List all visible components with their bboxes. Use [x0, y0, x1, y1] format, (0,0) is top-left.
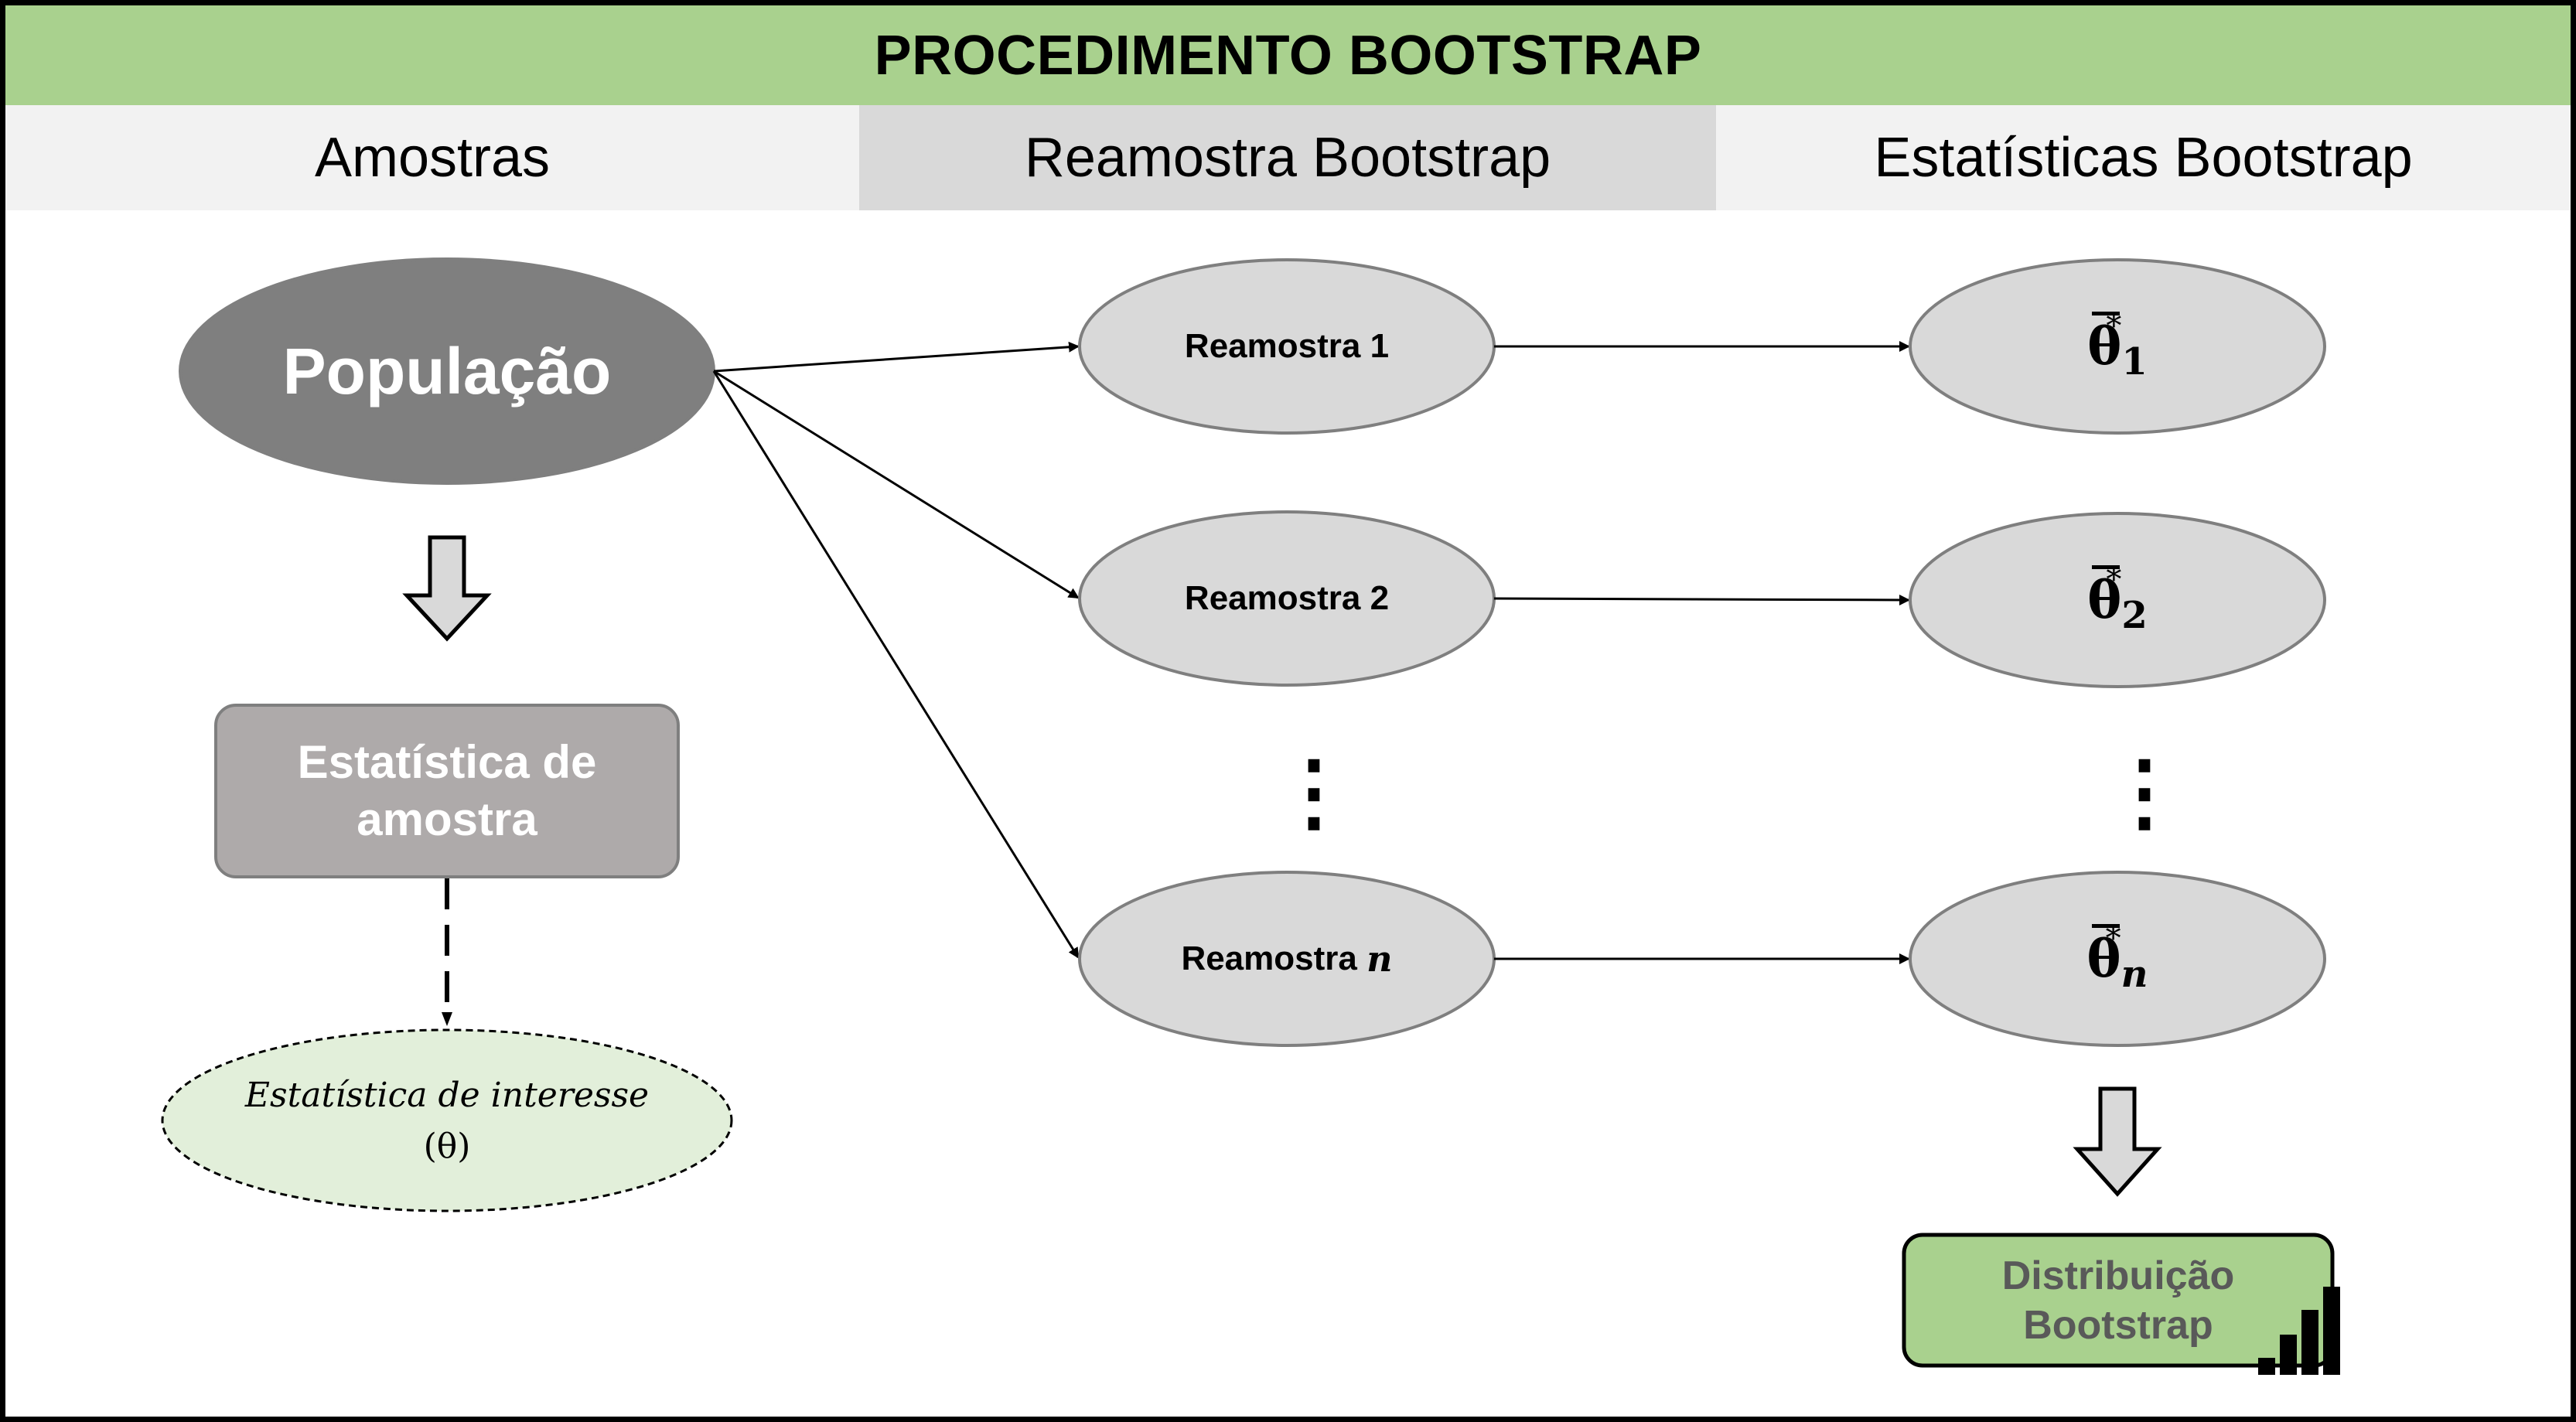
resample-1-label: Reamostra 1 — [1080, 308, 1494, 385]
sample-statistic-node — [214, 704, 680, 878]
theta-2-sup: * — [2106, 562, 2122, 598]
distribution-label: Distribuição Bootstrap — [1904, 1235, 2332, 1366]
theta-1-sup: * — [2106, 309, 2122, 344]
theta-2-sub: 2 — [2121, 594, 2148, 637]
theta-n-node — [1909, 871, 2326, 1047]
theta-n-sup: * — [2105, 921, 2121, 957]
sample-statistic-line-2: amostra — [357, 793, 537, 845]
arrow-population-resample-n — [712, 370, 1080, 959]
theta-1-label: θ*1 — [1910, 302, 2325, 391]
resample-n-label: Reamostra n — [1080, 920, 1494, 997]
theta-2-symbol: θ — [2087, 565, 2122, 630]
resample-1-text: Reamostra — [1184, 327, 1361, 365]
column-header-estatisticas: Estatísticas Bootstrap — [1716, 105, 2571, 210]
sample-statistic-label: Estatística de amostra — [216, 705, 678, 877]
resample-2-label: Reamostra 2 — [1080, 560, 1494, 637]
column-header-amostras: Amostras — [5, 105, 859, 210]
theta-n-symbol: θ — [2086, 924, 2121, 989]
theta-2-node — [1909, 512, 2326, 688]
distribution-line-2: Bootstrap — [2023, 1302, 2213, 1348]
theta-1-sub: 1 — [2121, 340, 2148, 384]
theta-n-sub: n — [2121, 953, 2148, 996]
population-label: População — [282, 334, 612, 408]
interest-statistic-node — [161, 1028, 733, 1212]
down-arrow-icon — [402, 535, 492, 642]
arrow-population-resample-1 — [713, 341, 1080, 373]
theta-1-node — [1909, 258, 2326, 435]
sample-statistic-line-1: Estatística de — [297, 736, 597, 788]
column-header-reamostra: Reamostra Bootstrap — [859, 105, 1716, 210]
resample-ellipsis: ⋮ — [1271, 745, 1356, 840]
bar-chart-icon — [2258, 1287, 2340, 1375]
down-arrow-icon-2 — [2073, 1086, 2162, 1197]
theta-ellipsis: ⋮ — [2102, 745, 2187, 840]
resample-2-text: Reamostra — [1184, 579, 1361, 617]
interest-statistic-label: Estatística de interesse (θ) — [162, 1036, 732, 1206]
arrow-population-resample-2 — [713, 370, 1080, 599]
theta-2-label: θ*2 — [1910, 555, 2325, 645]
resample-1-index: 1 — [1370, 327, 1390, 365]
title-bar: PROCEDIMENTO BOOTSTRAP — [5, 5, 2571, 105]
distribution-line-1: Distribuição — [2001, 1253, 2235, 1298]
page-title: PROCEDIMENTO BOOTSTRAP — [874, 24, 1702, 87]
interest-statistic-line-2: (θ) — [423, 1127, 471, 1166]
interest-statistic-line-1: Estatística de interesse — [244, 1076, 650, 1115]
theta-1-symbol: θ — [2087, 312, 2122, 377]
resample-n-text: Reamostra — [1181, 939, 1357, 977]
theta-n-label: θ*n — [1910, 914, 2325, 1004]
arrow-resample-2-theta — [1493, 594, 1910, 605]
resample-n-index: n — [1366, 938, 1393, 980]
resample-2-index: 2 — [1370, 579, 1390, 617]
